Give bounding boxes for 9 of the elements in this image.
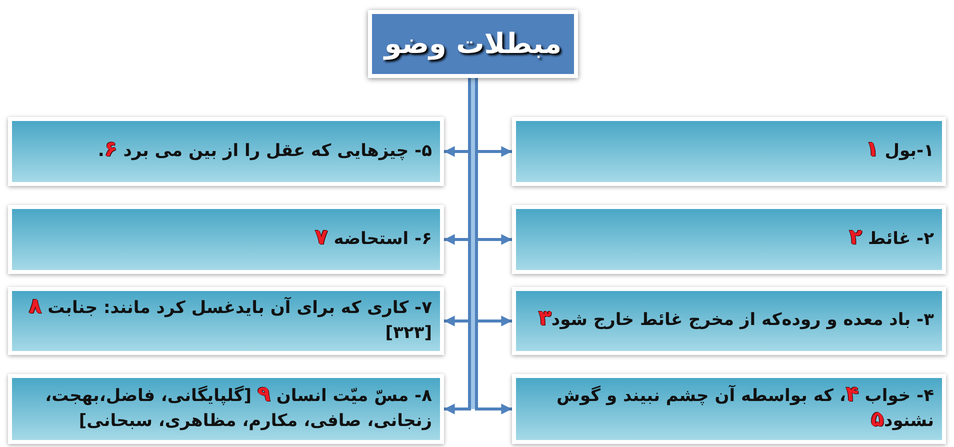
item-text: ۵- چیزهایی که عقل را از بین می برد ۶. xyxy=(96,138,432,164)
item-text: ۳- باد معده و روده‌که از مخرج غائط خارج شود۳ xyxy=(537,308,934,334)
item-text: ۸- مسّ میّت انسان ۹ [گلپایگانی، فاضل،بهجت، زنجانی، صافی، مکارم، مظاهری، سبحانی] xyxy=(44,384,432,433)
item-text: ۲- غائط ۲ xyxy=(848,226,934,252)
item-text: ۶- استحاضه ۷ xyxy=(314,226,432,252)
title-text: مبطلات وضو xyxy=(384,27,562,61)
item-text: ۴- خواب ۴، که بواسطه آن چشم نبیند و گوش نشنود۵ xyxy=(556,384,934,434)
item-text: ۱-بول ۱ xyxy=(864,138,934,164)
item-text: ۷- کاری که برای آن بایدغسل کرد مانند: جنابت ۸ [۳۲۳] xyxy=(28,296,432,345)
